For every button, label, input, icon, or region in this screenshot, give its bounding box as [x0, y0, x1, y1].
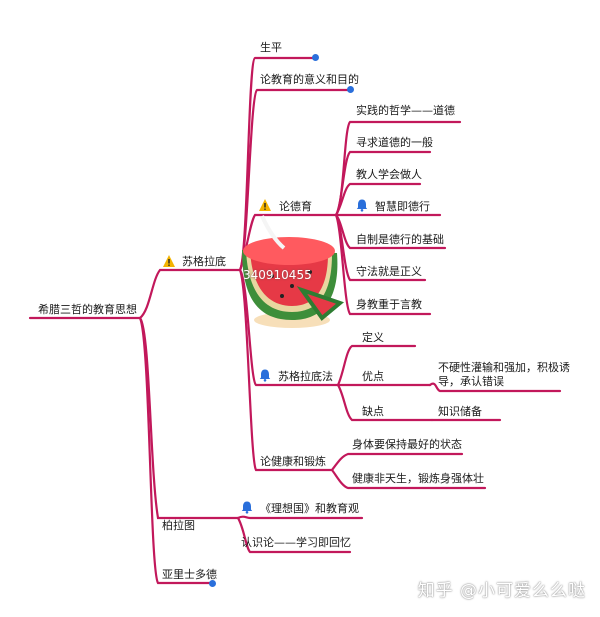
node-moral-7: 身教重于言教 — [356, 298, 422, 311]
node-republic: 《理想国》和教育观 — [260, 502, 359, 515]
node-plato: 柏拉图 — [162, 519, 195, 532]
node-moral-6: 守法就是正义 — [356, 265, 422, 278]
node-method: 苏格拉底法 — [278, 370, 333, 383]
watermark: 知乎 @小可爱么么哒 — [417, 581, 586, 601]
node-socrates: 苏格拉底 — [182, 255, 226, 268]
node-life: 生平 — [260, 41, 282, 54]
warning-icon — [163, 255, 175, 267]
watermelon-illustration — [242, 215, 345, 328]
illustration-text: 340910455 — [243, 268, 312, 282]
node-moral-5: 自制是德行的基础 — [356, 233, 444, 246]
node-pros-detail: 不硬性灌输和强加，积极诱导，承认错误 — [438, 361, 570, 388]
node-moral-3: 教人学会做人 — [356, 168, 422, 181]
node-cons-detail: 知识储备 — [438, 405, 482, 418]
node-moral-4: 智慧即德行 — [375, 200, 430, 213]
node-pros: 优点 — [362, 370, 384, 383]
bell-icon — [259, 369, 271, 382]
node-cons: 缺点 — [362, 405, 384, 418]
expand-dot[interactable] — [312, 54, 319, 61]
root-topic: 希腊三哲的教育思想 — [38, 303, 137, 316]
node-meaning: 论教育的意义和目的 — [260, 73, 359, 86]
node-health-2: 健康非天生，锻炼身强体壮 — [352, 472, 484, 485]
node-moral-1: 实践的哲学——道德 — [356, 104, 455, 117]
node-health-1: 身体要保持最好的状态 — [352, 438, 462, 451]
bell-icon — [241, 501, 253, 514]
node-moral-2: 寻求道德的一般 — [356, 136, 433, 149]
node-aristotle: 亚里士多德 — [162, 568, 217, 581]
warning-icon — [259, 199, 271, 211]
bell-icon — [356, 199, 368, 212]
expand-dot[interactable] — [209, 580, 216, 587]
node-moral: 论德育 — [279, 200, 312, 213]
node-def: 定义 — [362, 331, 384, 344]
node-recall: 认识论——学习即回忆 — [241, 536, 351, 549]
node-health: 论健康和锻炼 — [260, 455, 326, 468]
expand-dot[interactable] — [347, 86, 354, 93]
